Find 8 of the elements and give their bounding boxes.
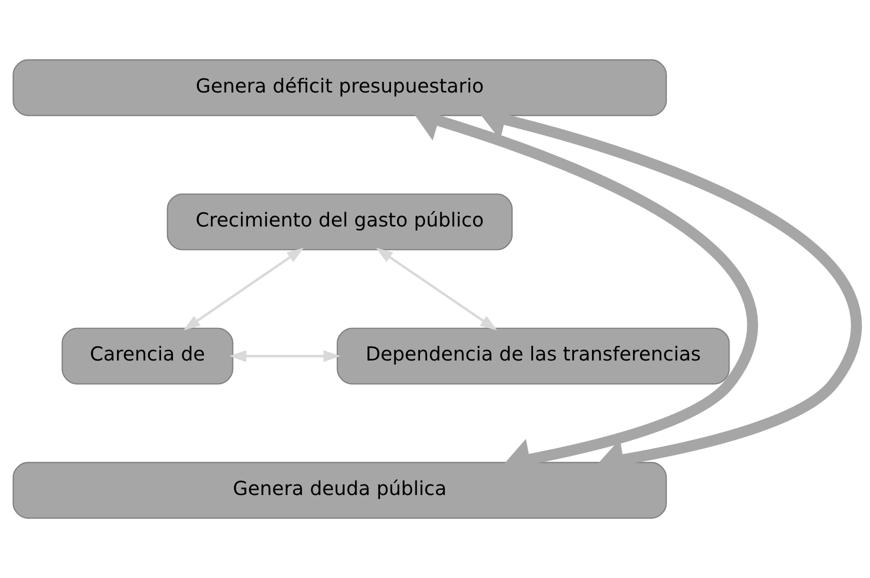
node-box: Dependencia de las transferencias [336,328,730,385]
arrow [229,350,340,362]
arrow [183,248,304,330]
arrow [376,248,498,330]
node-box: Genera deuda pública [12,462,667,519]
node-box: Carencia de [62,328,234,385]
node-box: Crecimiento del gasto público [166,193,513,250]
node-box: Genera déficit presupuestario [12,59,667,116]
